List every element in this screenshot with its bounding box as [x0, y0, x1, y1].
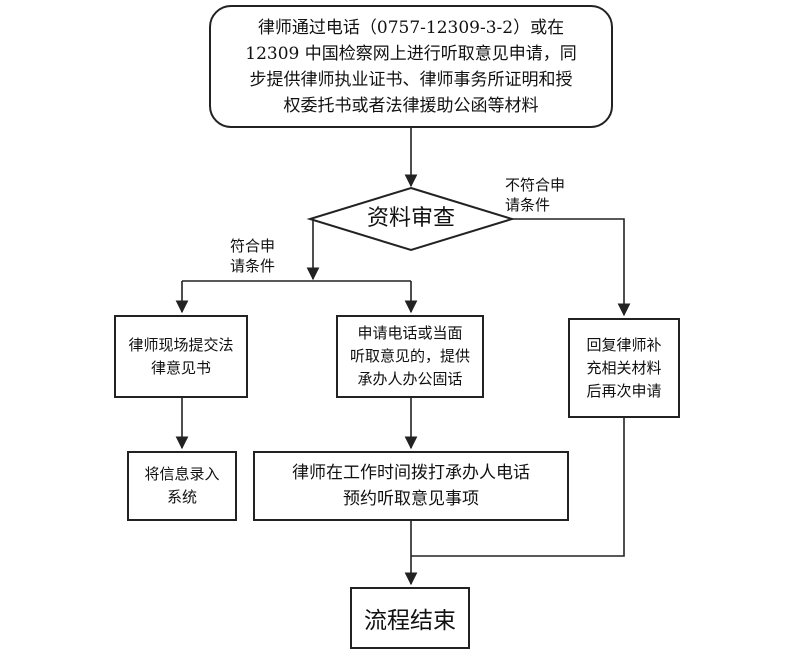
label-meets-conditions: 符合申 请条件 — [230, 237, 276, 275]
box-submit-opinion: 律师现场提交法 律意见书 — [114, 315, 248, 398]
end-step: 流程结束 — [350, 587, 470, 649]
start-step-text: 律师通过电话（0757-12309-3-2）或在 12309 中国检察网上进行听… — [245, 17, 577, 116]
box-record-system: 将信息录入 系统 — [127, 451, 237, 521]
box-resubmit: 回复律师补 充相关材料 后再次申请 — [568, 318, 680, 418]
review-diamond — [306, 186, 516, 252]
box-resubmit-text: 回复律师补 充相关材料 后再次申请 — [586, 335, 662, 400]
label-not-meet-conditions: 不符合申 请条件 — [505, 176, 566, 214]
box-record-system-text: 将信息录入 系统 — [144, 465, 220, 506]
arrow-review-to-resubmit — [512, 218, 631, 317]
review-label: 资料审查 — [366, 206, 455, 231]
box-call-handler-text: 律师在工作时间拨打承办人电话 预约听取意见事项 — [292, 463, 530, 509]
box-submit-opinion-text: 律师现场提交法 律意见书 — [128, 335, 234, 377]
connector-resubmit-to-end — [411, 418, 625, 557]
box-provide-phone: 申请电话或当面 听取意见的，提供 承办人办公固话 — [336, 315, 484, 398]
end-step-text: 流程结束 — [364, 608, 456, 634]
start-step: 律师通过电话（0757-12309-3-2）或在 12309 中国检察网上进行听… — [209, 5, 613, 128]
box-call-handler: 律师在工作时间拨打承办人电话 预约听取意见事项 — [253, 451, 569, 521]
box-provide-phone-text: 申请电话或当面 听取意见的，提供 承办人办公固话 — [349, 324, 470, 388]
